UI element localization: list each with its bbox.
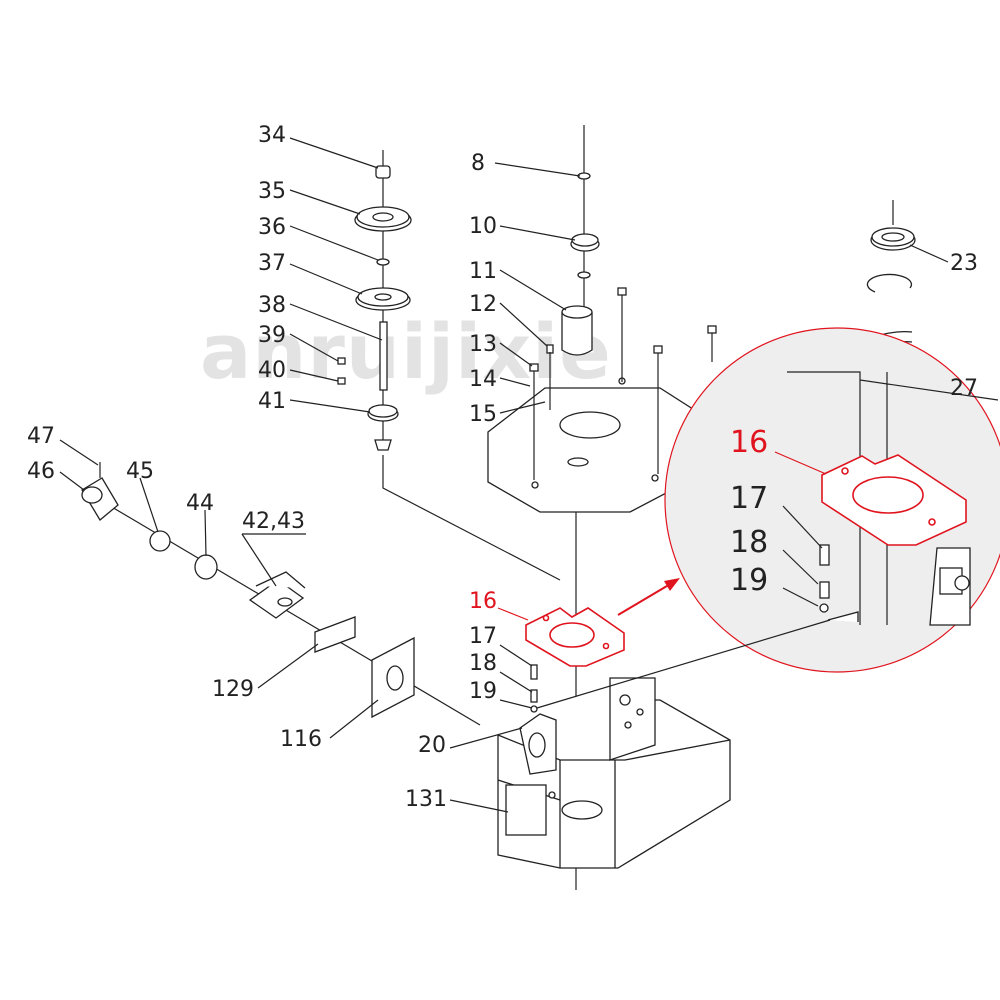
left-gear-stack [337, 150, 561, 581]
label-129: 129 [212, 677, 254, 702]
label-47: 47 [27, 424, 55, 449]
zoom-label-17: 17 [730, 481, 768, 516]
label-39: 39 [258, 323, 286, 348]
label-11: 11 [469, 259, 497, 284]
callout-connector [536, 619, 831, 709]
label-12: 12 [469, 292, 497, 317]
right-bearing-stack [866, 200, 916, 369]
label-27: 27 [950, 376, 978, 401]
label-13: 13 [469, 332, 497, 357]
label-15: 15 [469, 402, 497, 427]
label-14: 14 [469, 367, 497, 392]
callout-arrow [617, 578, 680, 616]
label-18: 18 [469, 651, 497, 676]
label-38: 38 [258, 293, 286, 318]
label-19: 19 [469, 679, 497, 704]
label-46: 46 [27, 459, 55, 484]
label-16: 16 [469, 589, 497, 614]
label-20: 20 [418, 733, 446, 758]
pin-spring-ball [530, 664, 538, 713]
watermark-text: anruijixie [200, 307, 612, 396]
zoom-label-18: 18 [730, 525, 768, 560]
label-23: 23 [950, 251, 978, 276]
housing-box [497, 677, 731, 869]
label-10: 10 [469, 214, 497, 239]
mounting-plate [487, 287, 717, 513]
zoom-label-19: 19 [730, 563, 768, 598]
label-45: 45 [126, 459, 154, 484]
label-41: 41 [258, 389, 286, 414]
label-116: 116 [280, 727, 322, 752]
leader-lines [59, 137, 949, 813]
label-8: 8 [471, 151, 485, 176]
label-34: 34 [258, 123, 286, 148]
zoom-callout [664, 327, 1000, 673]
label-40: 40 [258, 358, 286, 383]
label-131: 131 [405, 787, 447, 812]
zoom-label-16: 16 [730, 425, 768, 460]
part-16-highlight [525, 607, 625, 667]
label-44: 44 [186, 491, 214, 516]
label-42-43: 42,43 [242, 509, 305, 534]
label-37: 37 [258, 251, 286, 276]
horizontal-assembly [81, 462, 481, 726]
label-17: 17 [469, 624, 497, 649]
label-36: 36 [258, 215, 286, 240]
label-35: 35 [258, 179, 286, 204]
